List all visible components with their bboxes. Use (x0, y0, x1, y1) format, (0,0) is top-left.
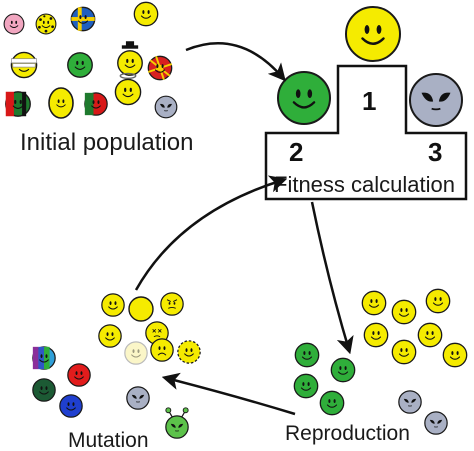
smiley-icon (319, 390, 345, 416)
smiley-icon (391, 299, 417, 325)
smiley-icon (67, 363, 91, 387)
winner-smiley-icon (345, 6, 401, 62)
faded-smiley-icon (124, 341, 148, 365)
egg-smiley-icon (48, 87, 74, 119)
arrow-icon (161, 372, 296, 416)
angry-smiley-icon (160, 292, 184, 316)
alien-icon (398, 390, 422, 414)
smiley-icon (361, 290, 387, 316)
smiley-icon (59, 394, 83, 418)
reproduction-label: Reproduction (285, 422, 410, 445)
rainbow-smiley-icon (32, 346, 56, 370)
fitness-calculation-label: Fitness calculation (274, 172, 455, 197)
halo-smiley-icon (114, 72, 142, 106)
alien-icon (154, 95, 178, 119)
smiley-icon (98, 324, 122, 348)
dotted-smiley-icon (35, 13, 57, 35)
mutation-label: Mutation (68, 429, 149, 451)
arrow-icon (185, 42, 286, 82)
fitness-podium: 1 2 3 Fitness calculation (264, 6, 468, 201)
flag-smiley-icon (84, 92, 108, 116)
podium-rank-second: 2 (289, 137, 303, 167)
bandaged-smiley-icon (10, 51, 38, 79)
podium-rank-third: 3 (428, 137, 442, 167)
arrow-icon (134, 175, 288, 291)
antenna-alien-icon (165, 407, 189, 439)
alien-icon (126, 386, 150, 410)
smiley-icon (330, 357, 356, 383)
smiley-icon (133, 1, 159, 27)
third-place-alien-icon (409, 73, 463, 127)
smiley-icon (391, 339, 417, 365)
smiley-icon (67, 52, 93, 78)
initial-population-label: Initial population (20, 129, 193, 156)
smiley-icon (425, 288, 451, 314)
crowned-smiley-icon (117, 41, 143, 76)
flag-smiley-icon (147, 55, 173, 81)
flag-smiley-icon (5, 91, 31, 117)
smiley-icon (417, 322, 443, 348)
podium-rank-first: 1 (362, 86, 376, 116)
smiley-icon (3, 13, 25, 35)
smiley-icon (442, 342, 468, 368)
initial-population-group: Initial population (3, 1, 193, 156)
smiley-icon (101, 293, 125, 317)
reproduction-group: Reproduction (285, 288, 468, 445)
alien-icon (424, 411, 448, 435)
smiley-icon (293, 373, 319, 399)
second-place-smiley-icon (277, 71, 331, 125)
blank-face-icon (128, 296, 154, 322)
sad-smiley-icon (150, 338, 174, 362)
smiley-icon (294, 342, 320, 368)
flag-smiley-icon (70, 6, 96, 32)
mutation-group: Mutation (32, 292, 201, 451)
arrow-icon (310, 201, 354, 355)
smiley-icon (32, 378, 56, 402)
smiley-icon (363, 322, 389, 348)
dashed-smiley-icon (177, 340, 201, 364)
